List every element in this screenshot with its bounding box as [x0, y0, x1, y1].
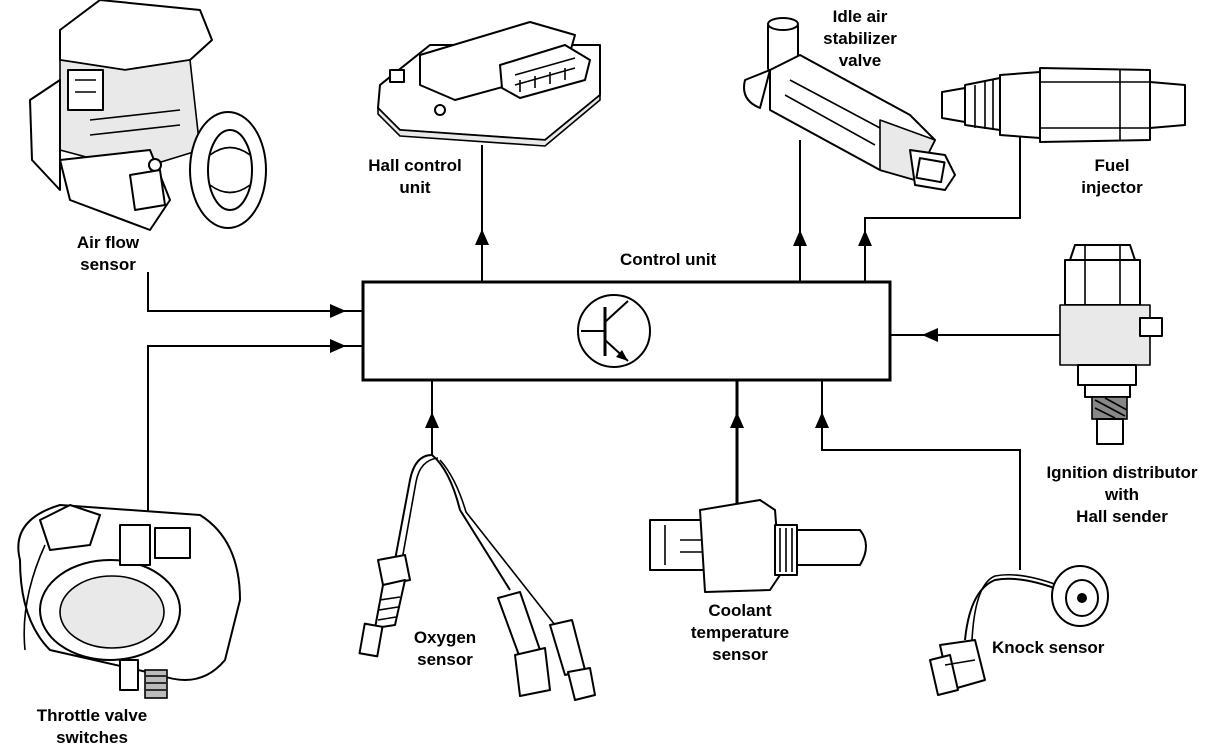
- arrow-knock: [815, 412, 829, 428]
- coolant-sensor-label: Coolant temperature sensor: [690, 601, 790, 664]
- air-flow-sensor-icon: [29, 0, 267, 231]
- arrow-hall-control: [475, 229, 489, 245]
- connection-lines: [147, 130, 1070, 570]
- arrow-oxygen: [425, 412, 439, 428]
- air-flow-sensor-label: Air flow sensor: [76, 233, 140, 274]
- ignition-distributor-icon: [1059, 244, 1163, 445]
- oxygen-sensor-icon: [358, 454, 596, 701]
- control-unit-label: Control unit: [620, 250, 717, 269]
- knock-sensor-label: Knock sensor: [992, 638, 1105, 657]
- arrow-air-flow: [330, 304, 346, 318]
- arrow-distributor: [922, 328, 938, 342]
- throttle-valve-label: Throttle valve switches: [36, 706, 148, 747]
- control-unit-box: [361, 280, 892, 382]
- throttle-valve-icon: [17, 504, 241, 699]
- idle-air-valve-icon: [743, 17, 956, 191]
- fuel-injector-label: Fuel injector: [1081, 156, 1143, 197]
- knock-sensor-icon: [929, 565, 1109, 696]
- ignition-distributor-label: Ignition distributor with Hall sender: [1046, 463, 1198, 526]
- arrow-coolant: [730, 412, 744, 428]
- fuel-injector-icon: [941, 67, 1186, 143]
- hall-control-unit-icon: [377, 21, 601, 147]
- idle-air-valve-label: Idle air stabilizer valve: [823, 7, 897, 70]
- coolant-sensor-icon: [649, 499, 867, 593]
- arrow-throttle: [330, 339, 346, 353]
- arrow-idle-valve: [793, 230, 807, 246]
- hall-control-unit-label: Hall control unit: [368, 156, 462, 197]
- transistor-icon: [577, 294, 651, 368]
- oxygen-sensor-label: Oxygen sensor: [413, 628, 477, 669]
- arrow-fuel-injector: [858, 230, 872, 246]
